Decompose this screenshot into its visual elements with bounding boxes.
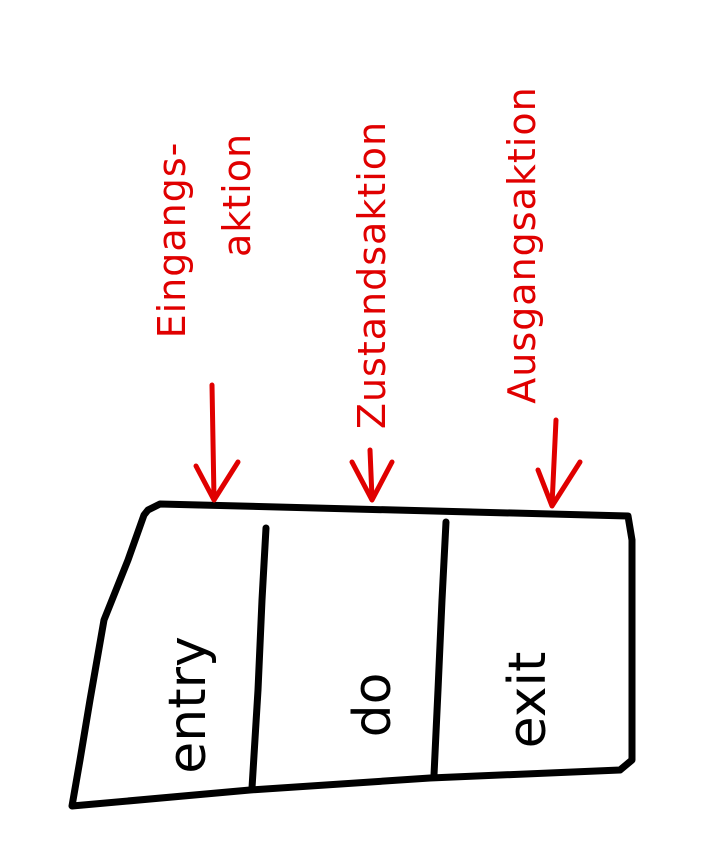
annotation-do: Zustandsaktion (350, 121, 394, 429)
compartment-label-do: do (343, 673, 403, 738)
arrow-do (349, 447, 395, 503)
compartment-label-exit: exit (498, 652, 558, 749)
annotation-entry-line2: aktion (215, 133, 259, 257)
annotation-entry-line1: Eingangs- (150, 142, 194, 339)
compartment-label-entry: entry (158, 636, 218, 774)
divider-entry-do (248, 524, 270, 792)
divider-do-exit (430, 518, 450, 779)
arrow-exit (535, 417, 583, 509)
arrow-entry (193, 382, 241, 503)
annotation-exit: Ausgangsaktion (500, 86, 544, 403)
